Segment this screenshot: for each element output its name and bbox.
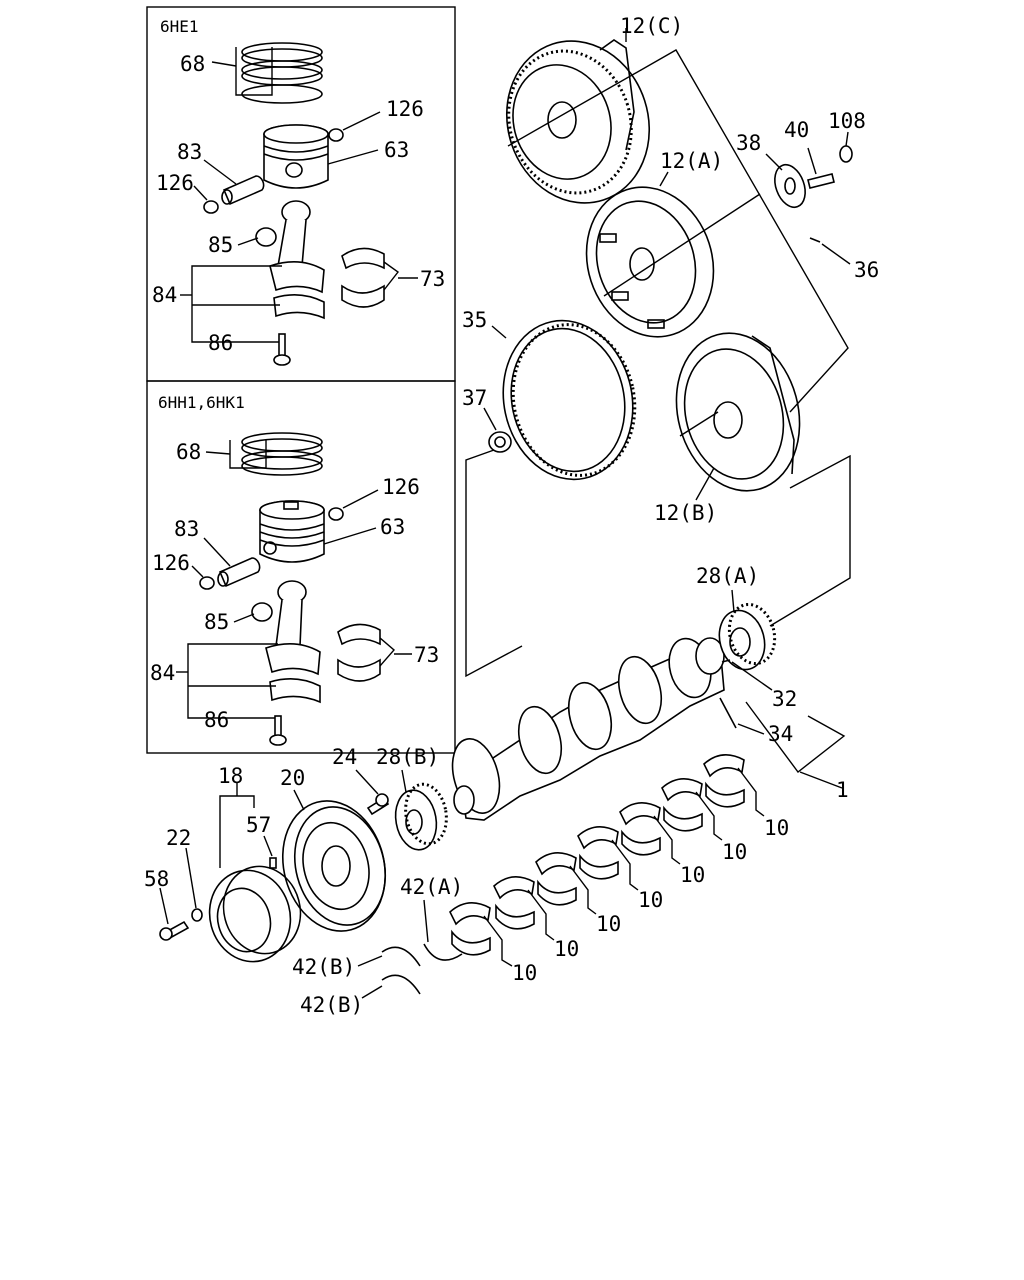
- dowel-pin-icon: [719, 697, 737, 729]
- thrust-washer-icon: [423, 943, 463, 961]
- key-icon: [269, 857, 277, 869]
- label-68-bottom: 68: [176, 440, 201, 464]
- label-126-top-b: 126: [156, 171, 194, 195]
- bolt-icon: [366, 793, 390, 816]
- crankshaft-icon: [451, 637, 725, 821]
- label-63-top: 63: [384, 138, 409, 162]
- label-18: 18: [218, 764, 243, 788]
- ring-gear-icon: [502, 319, 637, 481]
- panel-6hh1-6hk1: 6HH1,6HK1: [146, 380, 456, 754]
- label-42a: 42(A): [400, 875, 463, 899]
- label-85-bottom: 85: [204, 610, 229, 634]
- plate-icon: [774, 163, 806, 209]
- label-34: 34: [768, 722, 793, 746]
- pulley-icon: [208, 865, 302, 963]
- pilot-bearing-icon: [488, 431, 512, 453]
- piston-pin-icon: [221, 175, 265, 206]
- label-86-top: 86: [208, 331, 233, 355]
- washer-icon: [191, 908, 203, 922]
- label-10-4: 10: [638, 888, 663, 912]
- label-86-bottom: 86: [204, 708, 229, 732]
- label-20: 20: [280, 766, 305, 790]
- label-1: 1: [836, 778, 849, 802]
- label-28a: 28(A): [696, 564, 759, 588]
- dowel-pin-icon: [809, 237, 821, 243]
- flywheel-icon: [505, 39, 651, 204]
- label-73-bottom: 73: [414, 643, 439, 667]
- label-10-3: 10: [596, 912, 621, 936]
- label-10-7: 10: [764, 816, 789, 840]
- snap-ring-icon: [203, 200, 219, 214]
- label-10-5: 10: [680, 863, 705, 887]
- snap-ring-icon: [199, 576, 215, 590]
- piston-icon: [259, 500, 325, 563]
- connecting-rod-icon: [255, 200, 325, 320]
- flywheel-icon: [675, 332, 801, 492]
- thrust-washer-icon: [381, 974, 421, 995]
- label-37: 37: [462, 386, 487, 410]
- label-42b-2: 42(B): [300, 993, 363, 1017]
- label-38: 38: [736, 131, 761, 155]
- label-12b: 12(B): [654, 501, 717, 525]
- label-58: 58: [144, 867, 169, 891]
- bolt-icon: [807, 173, 835, 189]
- snap-ring-icon: [839, 145, 853, 163]
- label-35: 35: [462, 308, 487, 332]
- label-22: 22: [166, 826, 191, 850]
- label-36: 36: [854, 258, 879, 282]
- bolt-icon: [269, 715, 287, 746]
- label-24: 24: [332, 745, 357, 769]
- flywheel-icon: [585, 186, 715, 338]
- label-68-top: 68: [180, 52, 205, 76]
- label-12c: 12(C): [620, 14, 683, 38]
- piston-ring-set-icon: [229, 432, 323, 476]
- key-icon: [721, 659, 731, 663]
- bolt-icon: [273, 333, 291, 366]
- label-42b-1: 42(B): [292, 955, 355, 979]
- timing-gear-icon: [718, 602, 777, 671]
- snap-ring-icon: [328, 128, 344, 142]
- model-label-6he1: 6HE1: [160, 17, 199, 36]
- timing-gear-icon: [394, 782, 448, 851]
- label-10-1: 10: [512, 961, 537, 985]
- label-12a: 12(A): [660, 149, 723, 173]
- thrust-washer-icon: [381, 946, 421, 967]
- label-84-top: 84: [152, 283, 177, 307]
- piston-pin-icon: [217, 557, 261, 588]
- label-28b: 28(B): [376, 745, 439, 769]
- label-63-bottom: 63: [380, 515, 405, 539]
- label-73-top: 73: [420, 267, 445, 291]
- label-126-bottom-a: 126: [382, 475, 420, 499]
- bearing-shell-icon: [341, 247, 385, 308]
- label-10-6: 10: [722, 840, 747, 864]
- bolt-icon: [159, 920, 190, 941]
- label-85-top: 85: [208, 233, 233, 257]
- piston-ring-set-icon: [235, 42, 323, 104]
- model-label-6hh1-6hk1: 6HH1,6HK1: [158, 393, 245, 412]
- label-40: 40: [784, 118, 809, 142]
- label-83-bottom: 83: [174, 517, 199, 541]
- main-bearing-icon: [449, 754, 745, 956]
- damper-icon: [281, 800, 387, 932]
- label-108: 108: [828, 109, 866, 133]
- label-10-2: 10: [554, 937, 579, 961]
- label-126-bottom-b: 126: [152, 551, 190, 575]
- piston-icon: [263, 124, 329, 189]
- snap-ring-icon: [328, 507, 344, 521]
- bearing-shell-icon: [337, 623, 381, 682]
- label-84-bottom: 84: [150, 661, 175, 685]
- label-57: 57: [246, 813, 271, 837]
- label-32: 32: [772, 687, 797, 711]
- connecting-rod-icon: [251, 580, 321, 704]
- label-126-top-a: 126: [386, 97, 424, 121]
- label-83-top: 83: [177, 140, 202, 164]
